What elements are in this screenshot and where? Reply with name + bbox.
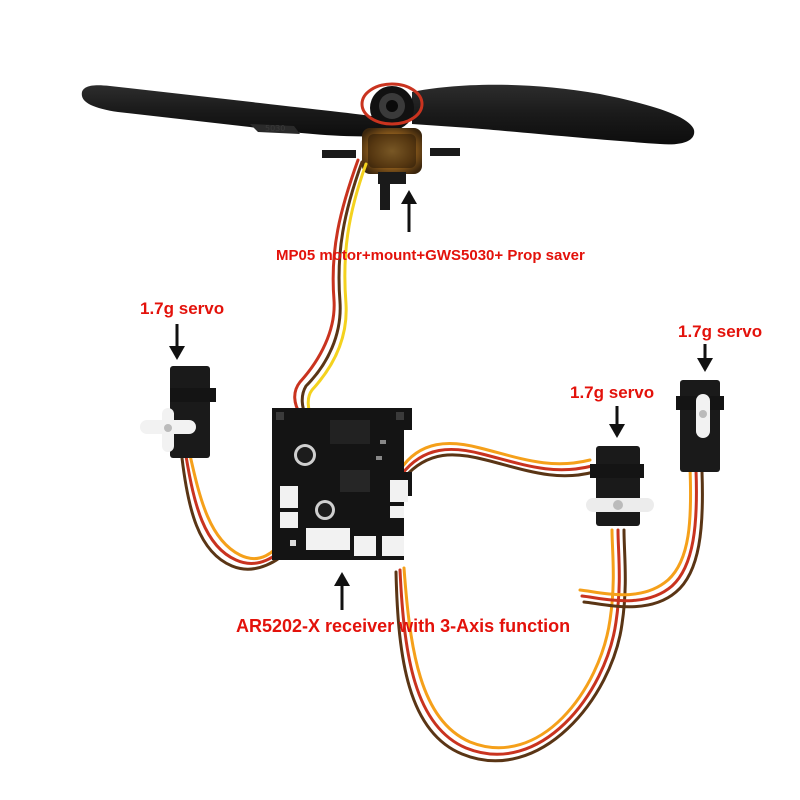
- motor-label: MP05 motor+mount+GWS5030+ Prop saver: [276, 247, 585, 264]
- arrow-servo-right: [697, 344, 713, 372]
- servo: [676, 380, 724, 472]
- receiver-label: AR5202-X receiver with 3-Axis function: [236, 616, 571, 636]
- motor: [322, 82, 460, 210]
- servo: [140, 366, 216, 458]
- propeller: 5030: [81, 84, 695, 145]
- servo-label-mid: 1.7g servo: [570, 383, 655, 402]
- arrow-servo-left: [169, 324, 185, 360]
- servo-label-right: 1.7g servo: [678, 322, 763, 341]
- arrow-receiver: [334, 572, 350, 610]
- servo: [586, 446, 654, 526]
- wiring: [180, 158, 704, 763]
- svg-text:5030: 5030: [265, 124, 285, 133]
- receiver-board: [272, 408, 412, 560]
- arrow-servo-mid: [609, 406, 625, 438]
- arrow-motor: [401, 190, 417, 232]
- servo-label-left: 1.7g servo: [140, 299, 225, 318]
